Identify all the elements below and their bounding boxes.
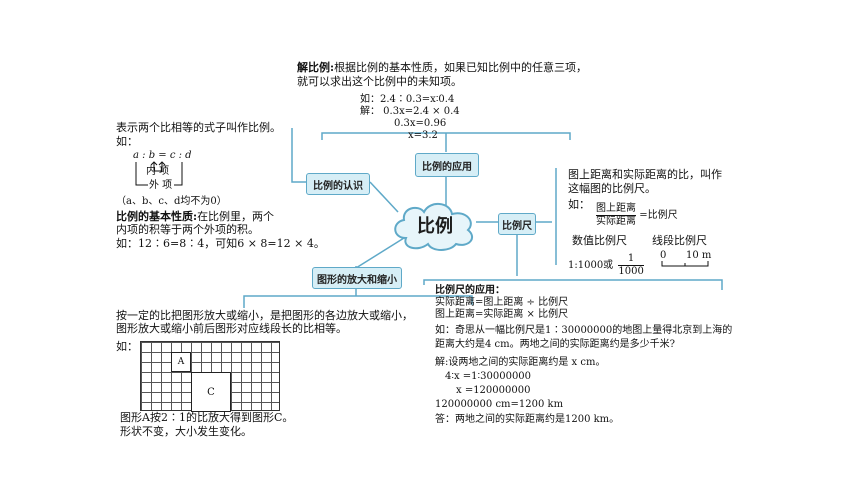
term-arrows-icon	[135, 161, 183, 186]
numeric-scale-value: 1:1000或 1 1000	[568, 253, 644, 278]
node-application[interactable]: 比例的应用	[415, 153, 479, 177]
scale-formula: 图上距离 实际距离 =比例尺	[596, 203, 678, 228]
recognize-note: （a、b、c、d均不为0）	[116, 196, 227, 207]
app-answer: 答：两地之间的实际距离约是1200 km。	[435, 414, 620, 425]
scale-ratio-fraction: 1 1000	[618, 253, 644, 278]
line-scale-label: 线段比例尺	[652, 234, 707, 247]
node-zoom[interactable]: 图形的放大和缩小	[312, 267, 402, 289]
scale-ratio-den: 1000	[618, 266, 644, 277]
figure-a: A	[171, 352, 191, 372]
center-topic: 比例	[417, 216, 453, 237]
app-formula2: 图上距离=实际距离 × 比例尺	[435, 309, 569, 320]
app-title: 比例尺的应用：	[435, 285, 505, 296]
app-question2: 距离大约是4 cm。两地之间的实际距离约是多少千米?	[435, 339, 675, 350]
bar-zero: 0	[660, 250, 667, 261]
app-question1: 如：奇思从一幅比例尺是1∶30000000的地图上量得北京到上海的	[435, 325, 733, 336]
figure-c: C	[191, 372, 231, 412]
scale-ratio-num: 1	[618, 253, 644, 266]
proportion-formula: a : b = c : d	[133, 150, 192, 161]
line-scale-bar-icon	[661, 261, 709, 267]
solve-example-3: 0.3x=0.96	[394, 118, 447, 129]
solve-example-2: 解： 0.3x=2.4 × 0.4	[360, 106, 460, 117]
scale-formula-eq: =比例尺	[639, 210, 678, 221]
node-recognize[interactable]: 比例的认识	[306, 173, 370, 195]
solve-desc2: 就可以求出这个比例中的未知项。	[297, 75, 462, 88]
zoom-ru: 如：	[116, 340, 138, 353]
scale-def1: 图上距离和实际距离的比，叫作	[568, 168, 722, 181]
recognize-ru: 如：	[116, 135, 138, 148]
center-cloud-icon	[394, 203, 474, 251]
solve-desc1: 根据比例的基本性质，如果已知比例中的任意三项，	[334, 61, 588, 74]
scale-ratio: 1:1000或	[568, 260, 614, 271]
zoom-def1: 按一定的比把图形放大或缩小，是把图形的各边放大或缩小，	[116, 309, 413, 322]
recognize-definition: 表示两个比相等的式子叫作比例。	[116, 121, 281, 134]
solve-example-4: x=3.2	[408, 130, 438, 141]
outer-terms-label: 外 项	[149, 180, 173, 191]
property-line1: 比例的基本性质:在比例里，两个	[116, 210, 274, 224]
app-solution2: 4∶x =1∶30000000	[445, 371, 532, 382]
numeric-scale-label: 数值比例尺	[572, 234, 627, 247]
property-text2: 内项的积等于两个外项的积。	[116, 223, 259, 236]
grid-figure: A C	[140, 341, 280, 412]
app-solution3: x =120000000	[456, 385, 531, 396]
scale-frac-num: 图上距离	[596, 203, 636, 216]
zoom-def2: 图形放大或缩小前后图形对应线段长的比相等。	[116, 322, 347, 335]
app-solution1: 解:设两地之间的实际距离约是 x cm。	[435, 357, 606, 368]
zoom-caption1: 图形A按2∶1的比放大得到图形C。	[120, 411, 294, 424]
app-formula1: 实际距离=图上距离 ÷ 比例尺	[435, 297, 569, 308]
bar-ten: 10 m	[686, 250, 712, 261]
scale-def2: 这幅图的比例尺。	[568, 182, 656, 195]
scale-fraction: 图上距离 实际距离	[596, 203, 636, 228]
inner-terms-label: 内 项	[146, 166, 170, 177]
property-text1: 在比例里，两个	[197, 210, 275, 223]
node-scale[interactable]: 比例尺	[498, 213, 536, 235]
solve-title: 解比例:	[297, 61, 335, 74]
scale-frac-den: 实际距离	[596, 216, 636, 227]
zoom-caption2: 形状不变，大小发生变化。	[120, 425, 252, 438]
solve-example-1: 如：2.4∶0.3=x∶0.4	[360, 94, 455, 105]
property-title: 比例的基本性质:	[116, 210, 198, 223]
app-solution4: 120000000 cm=1200 km	[435, 399, 564, 410]
scale-ru: 如：	[568, 198, 590, 211]
solve-line1: 解比例:根据比例的基本性质，如果已知比例中的任意三项，	[297, 61, 587, 75]
property-example: 如：12∶6=8∶4，可知6 × 8=12 × 4。	[116, 237, 325, 250]
